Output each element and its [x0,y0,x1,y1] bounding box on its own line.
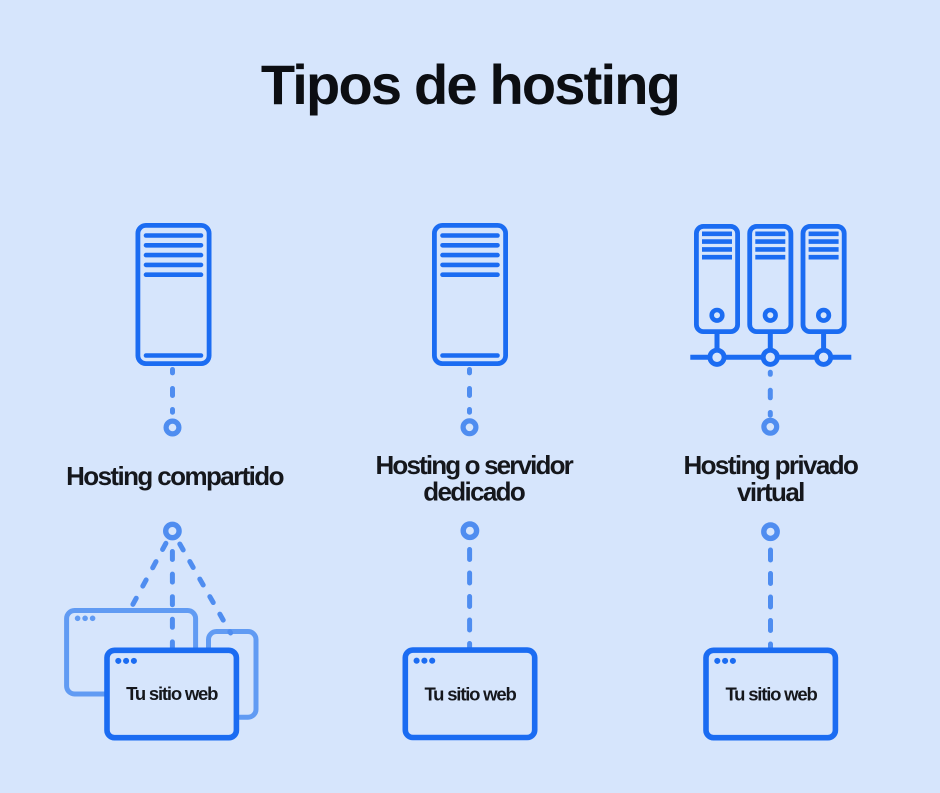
svg-text:virtual: virtual [737,477,804,507]
svg-text:Hosting compartido: Hosting compartido [66,461,283,491]
svg-text:Hosting privado: Hosting privado [683,450,858,480]
svg-text:Tu sitio web: Tu sitio web [725,684,817,705]
svg-text:Tipos de hosting: Tipos de hosting [261,53,679,116]
svg-text:Tu sitio web: Tu sitio web [424,684,516,705]
svg-text:Hosting o servidor: Hosting o servidor [375,450,573,480]
svg-text:Tu sitio web: Tu sitio web [126,683,218,704]
svg-text:dedicado: dedicado [423,477,525,507]
